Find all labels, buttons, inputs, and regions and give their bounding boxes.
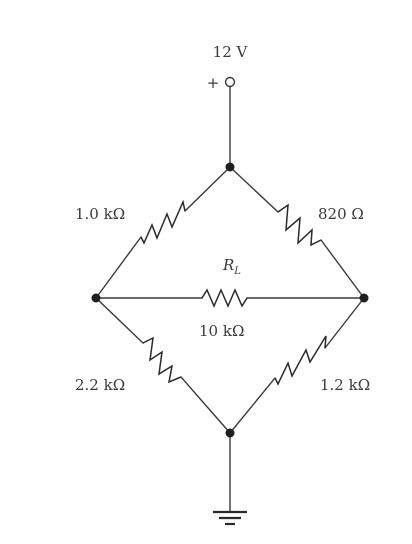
wire-top-left-lower [95,236,142,299]
node-left [91,293,101,303]
wire-top-left-upper [184,166,231,212]
resistor-bottom-right [274,335,327,386]
ground-icon [213,510,247,526]
resistor-bottom-left [142,336,182,384]
node-right [359,293,369,303]
wire-bottom-left-upper [95,297,144,344]
wire-bottom-right-lower [229,377,276,434]
wire-top-right-lower [320,239,365,299]
load-resistor-symbol: RL [222,256,241,277]
node-top [225,162,235,172]
wire-bottom-right-upper [324,297,365,349]
node-bottom [225,428,235,438]
resistor-load [201,288,248,308]
resistor-bottom-right-label: 1.2 kΩ [320,376,370,394]
load-resistor-value-label: 10 kΩ [199,322,244,340]
resistor-top-right [277,203,322,247]
resistor-top-right-label: 820 Ω [318,205,364,223]
wire-top-right-upper [229,166,279,213]
supply-terminal [224,76,236,88]
supply-voltage-label: 12 V [213,43,249,61]
resistor-top-left-label: 1.0 kΩ [75,205,125,223]
supply-polarity-label: + [207,74,220,92]
resistor-top-left [140,199,186,245]
wire-bottom-left-lower [180,376,231,434]
resistor-bottom-left-label: 2.2 kΩ [75,376,125,394]
